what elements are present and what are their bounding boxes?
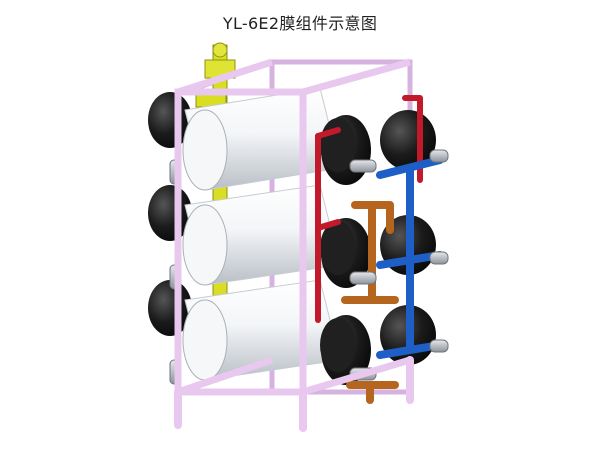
membrane-vessel-middle: [182, 184, 371, 288]
concentrate-piping: [315, 95, 423, 323]
frame-legs: [174, 356, 414, 432]
membrane-vessel-bottom: [182, 279, 371, 385]
rear-left-vessels: [148, 92, 192, 336]
page-title: YL-6E2膜组件示意图: [222, 14, 378, 33]
frame-front: [174, 58, 412, 396]
